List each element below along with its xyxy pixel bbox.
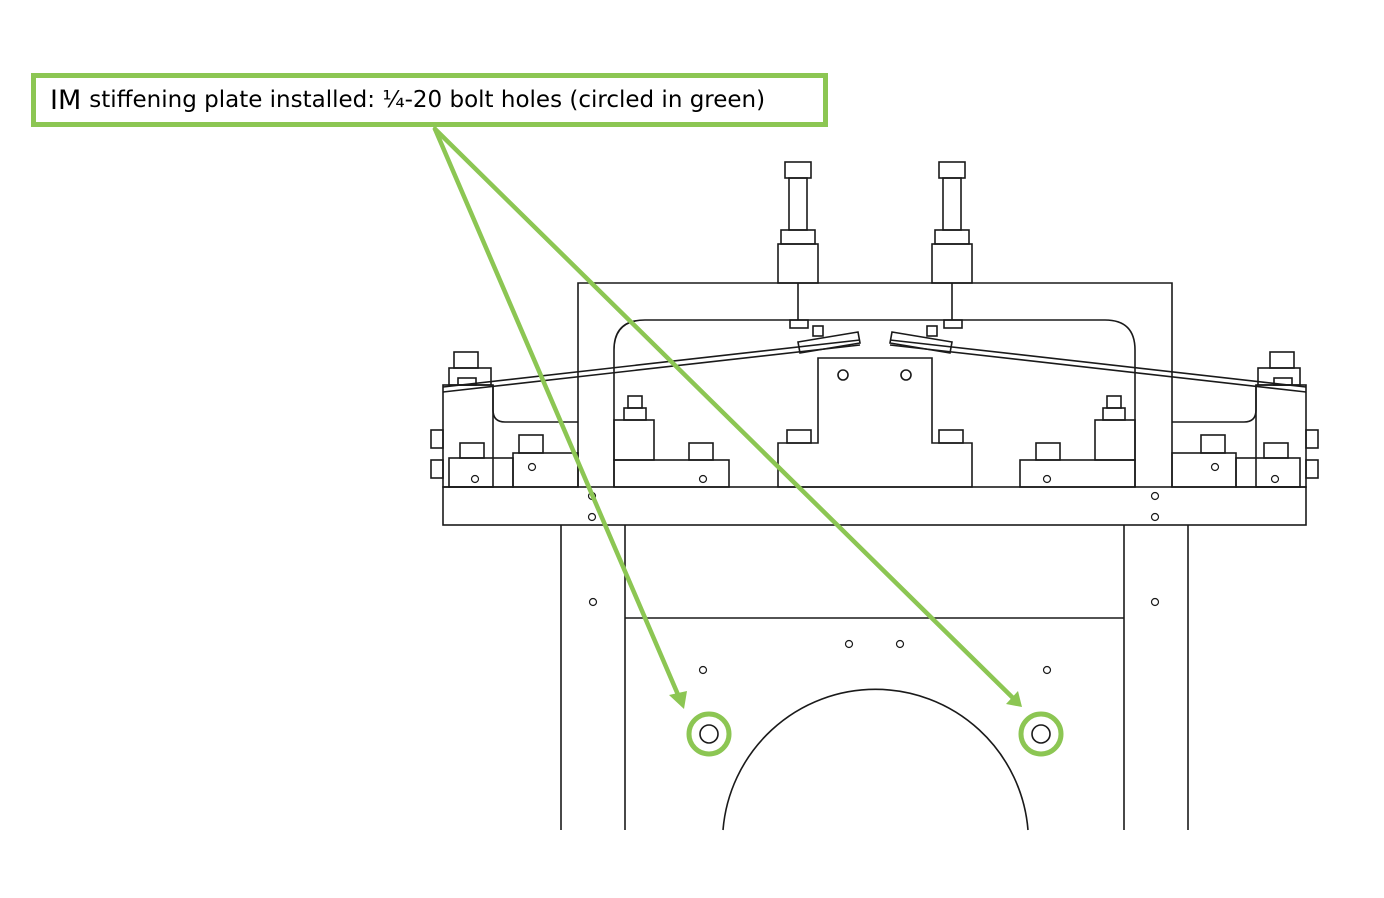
annotation-callout: IM stiffening plate installed: ¼-20 bolt… [31,73,828,127]
upper-frame [577,282,1173,487]
highlight-circle-left [686,711,732,757]
left-bolt-hole [699,724,719,744]
highlight-annotations [432,126,1064,757]
right-bolt-hole [1031,724,1051,744]
highlight-circle-right [1018,711,1064,757]
right-bracket [1171,351,1319,488]
leader-line-right [432,126,1016,701]
arrowheads [669,691,1022,709]
center-block [777,357,973,488]
left-top-bolt [777,161,819,329]
left-bracket [430,351,579,488]
callout-text: stiffening plate installed: ¼-20 bolt ho… [89,87,766,113]
assembly-drawing [430,161,1319,831]
right-top-bolt [931,161,973,329]
straps [442,339,1307,393]
leader-line-left [432,126,682,700]
base-plate [442,486,1307,526]
small-holes [470,462,1280,675]
arrowhead-left [669,691,687,709]
arrowhead-right [1006,691,1022,707]
callout-prefix: IM [50,84,82,116]
lower-frame [560,525,1189,831]
bore-arc [722,688,1029,831]
right-inner-fixture [1019,395,1136,488]
left-inner-fixture [613,395,730,488]
